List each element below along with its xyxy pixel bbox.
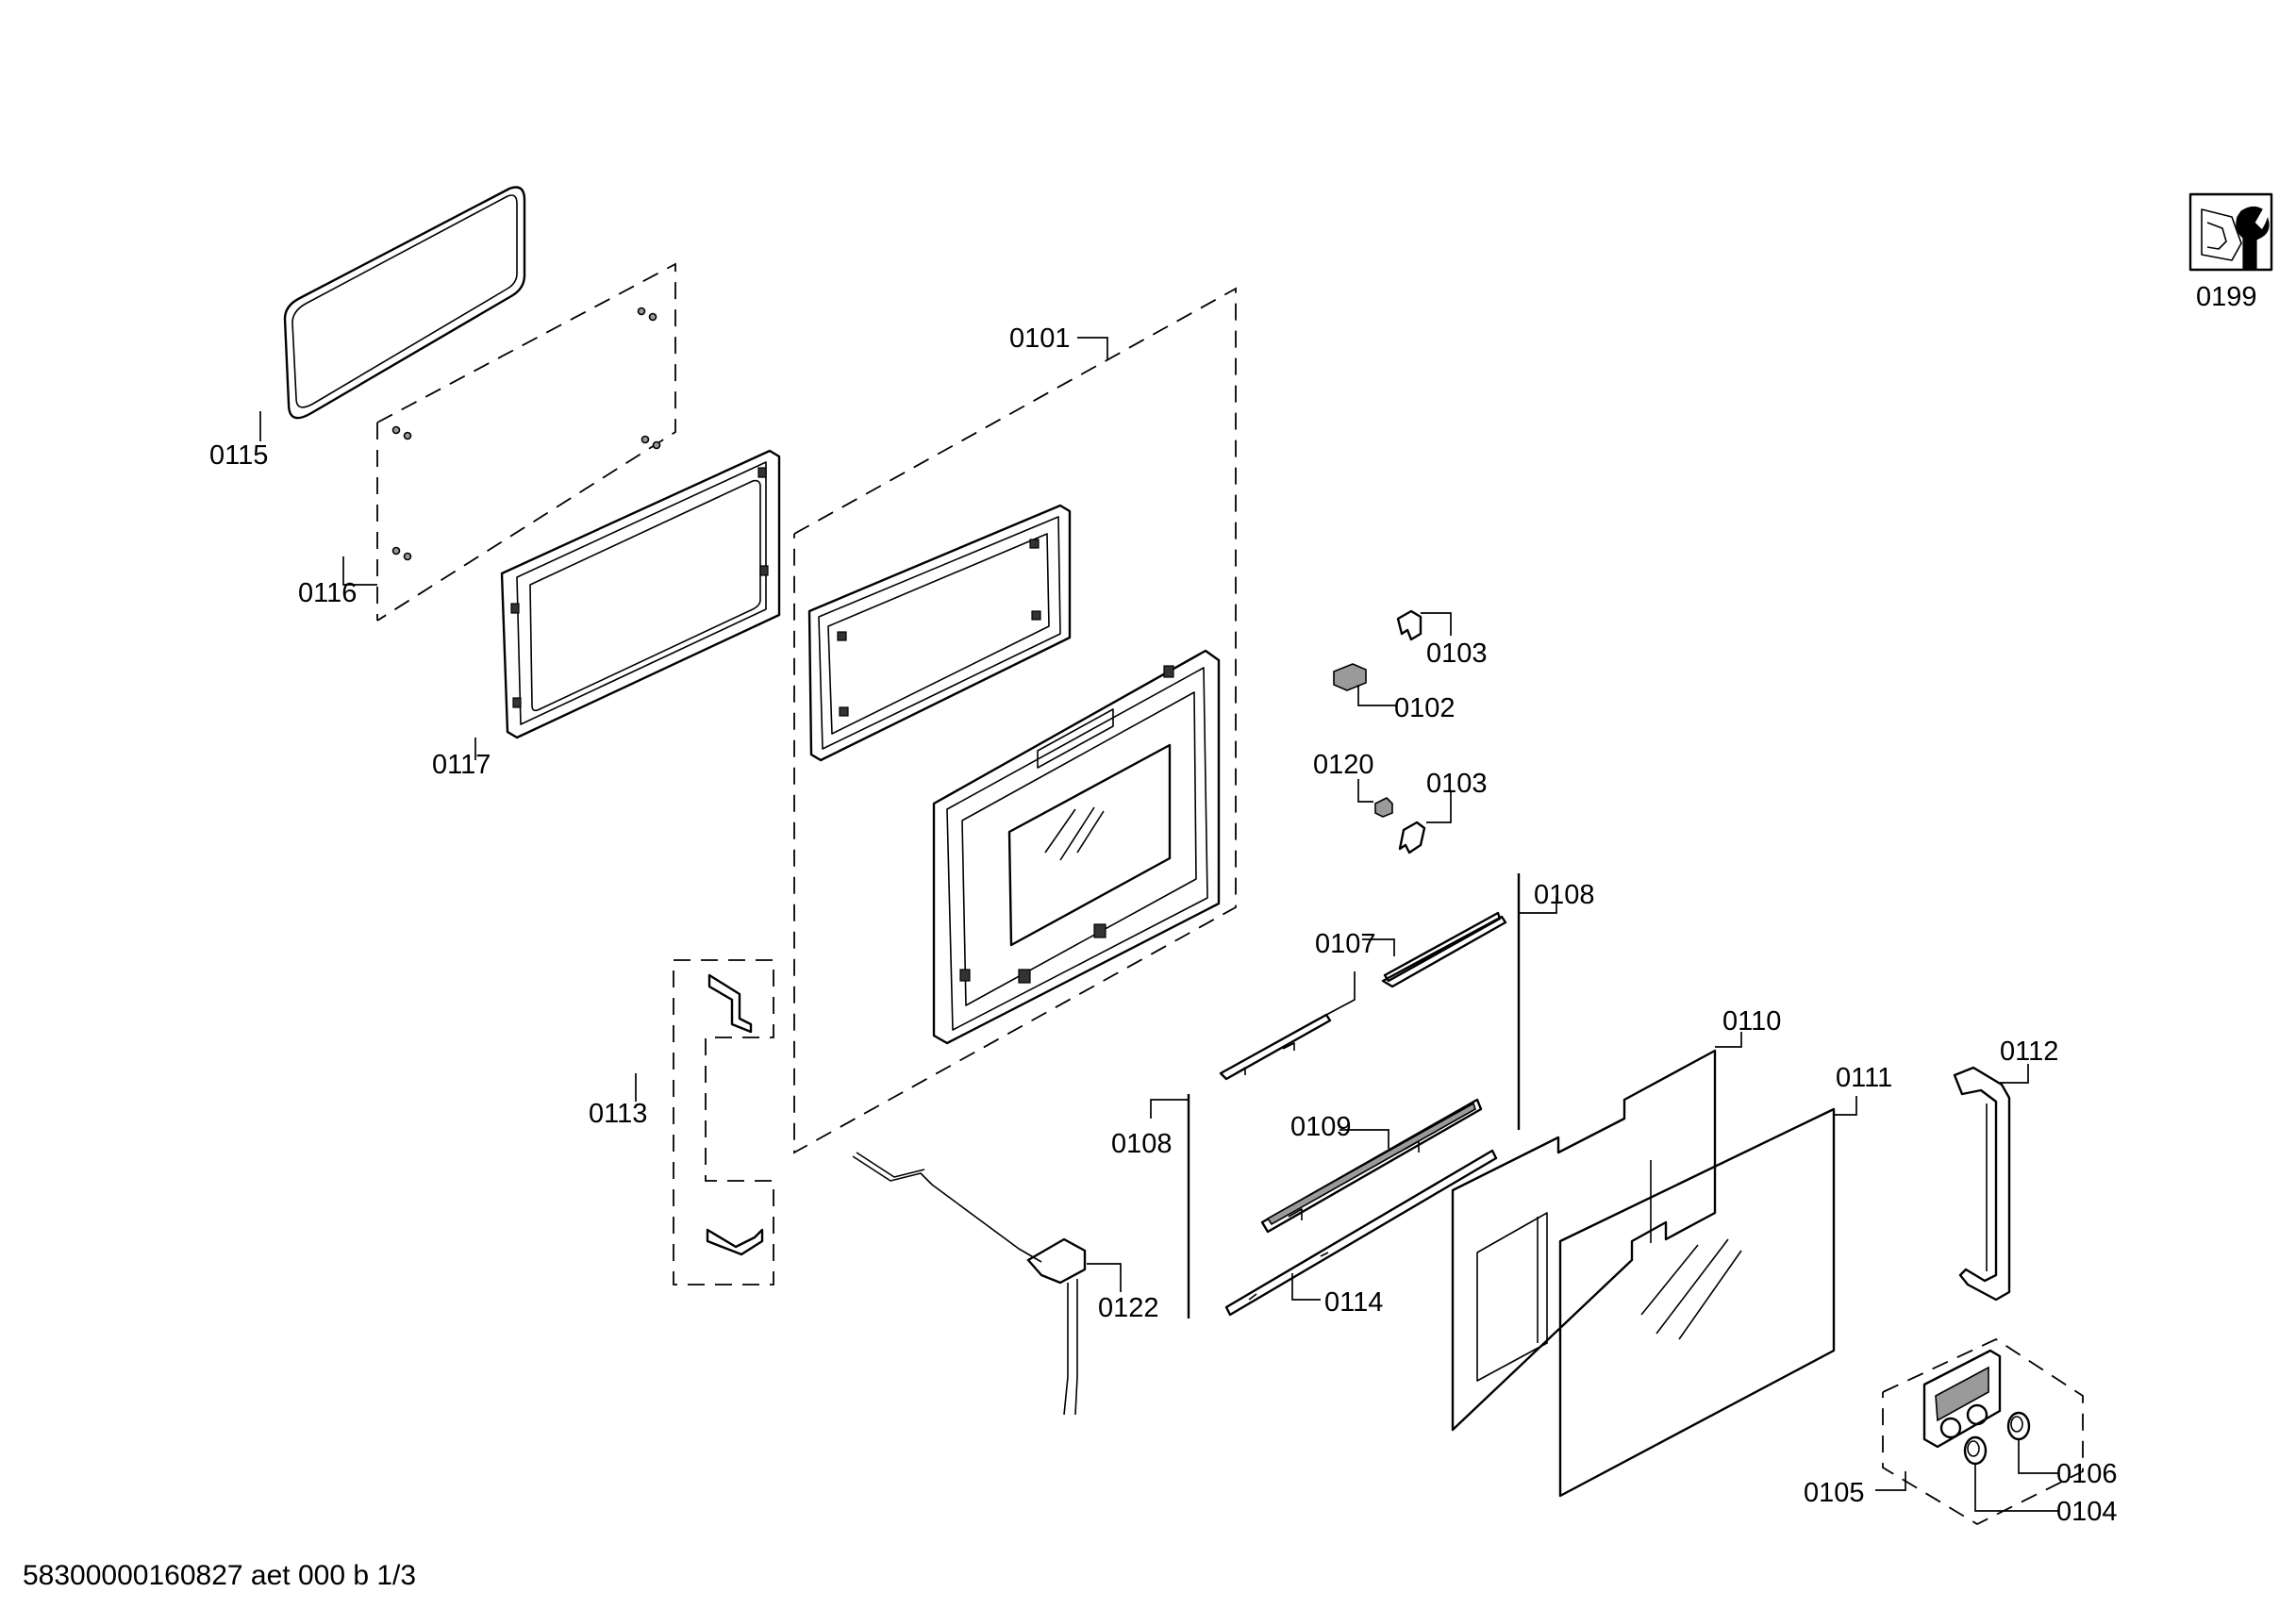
label-0112: 0112 [2000,1037,2058,1067]
part-0115-glass[interactable] [283,186,526,420]
part-0112-handle[interactable] [1953,1066,2011,1302]
part-0105-module-outline [1882,1337,2084,1526]
part-0104-knob[interactable] [1963,1435,1988,1466]
label-0116: 0116 [298,578,357,608]
part-0113-hinges[interactable] [673,959,774,1286]
label-0110: 0110 [1722,1006,1781,1037]
document-id: 58300000160827 aet 000 b 1/3 [23,1560,416,1591]
label-0101: 0101 [1009,323,1071,354]
part-0122-wire[interactable] [852,1152,1087,1416]
label-0199: 0199 [2196,282,2257,312]
part-0109-bar[interactable] [1260,1098,1483,1234]
label-0114: 0114 [1324,1287,1383,1318]
part-0103a-clip[interactable] [1396,609,1423,641]
label-0115: 0115 [209,440,268,471]
label-0102: 0102 [1394,693,1456,723]
part-0116-screws[interactable] [376,262,676,622]
part-0102-block[interactable] [1333,663,1367,691]
part-0103b-clip[interactable] [1398,821,1426,854]
part-0101-assembly-outline [793,287,1237,1154]
part-0117-frame[interactable] [500,449,781,739]
part-0111-front-glass[interactable] [1558,1107,1836,1498]
label-0117: 0117 [432,750,491,780]
part-0107-rail[interactable] [1381,911,1507,988]
part-0107-lower-rail[interactable] [1219,1013,1332,1081]
label-0108-left: 0108 [1111,1129,1173,1159]
label-0122: 0122 [1098,1293,1159,1323]
wrench-tool-icon[interactable] [2188,192,2273,272]
part-0114-strip[interactable] [1224,1149,1498,1317]
label-0120: 0120 [1313,750,1374,780]
label-0113: 0113 [589,1099,647,1129]
label-0107: 0107 [1315,929,1376,959]
part-0120-small-part[interactable] [1374,797,1393,818]
label-0106: 0106 [2056,1459,2118,1489]
label-0111: 0111 [1836,1063,1892,1093]
label-0105: 0105 [1804,1478,1865,1508]
label-0103-upper: 0103 [1426,639,1488,669]
part-0106-knob[interactable] [2006,1411,2031,1441]
label-0103-lower: 0103 [1426,769,1488,799]
part-0110-glass[interactable] [1451,1049,1717,1432]
part-0101-inner-door[interactable] [932,649,1221,1045]
label-0104: 0104 [2056,1497,2118,1527]
part-0101-inner-glass[interactable] [807,504,1072,762]
label-0108-right: 0108 [1534,880,1595,910]
label-0109: 0109 [1290,1112,1352,1142]
part-0105-control-panel[interactable] [1922,1349,2002,1449]
